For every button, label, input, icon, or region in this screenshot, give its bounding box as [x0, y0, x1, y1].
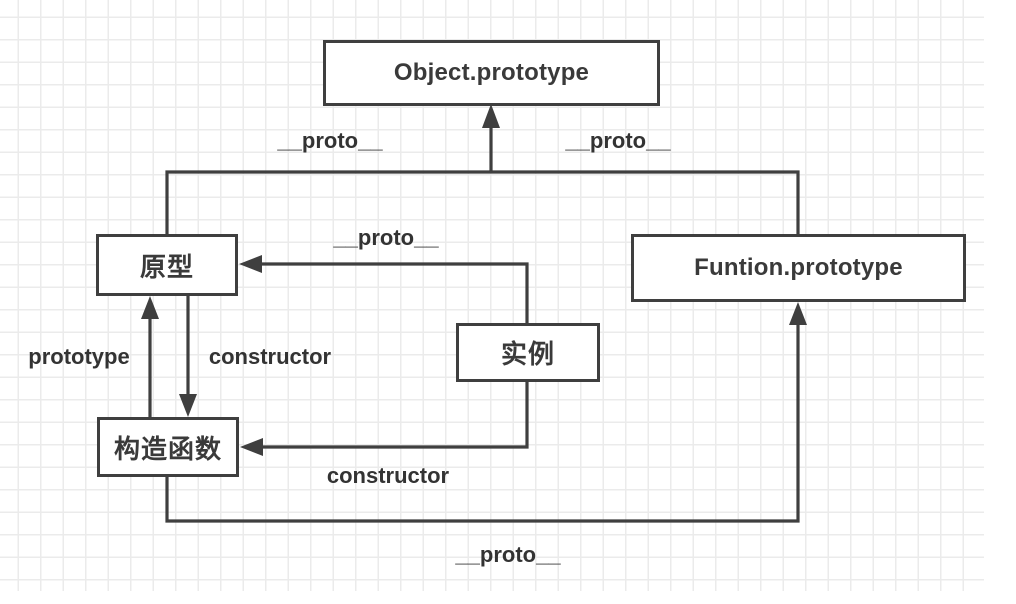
edge-instance-to-constructor	[261, 382, 529, 449]
edge-label-constructor-mid: constructor	[208, 344, 332, 369]
edge-label-prototype: prototype	[28, 344, 130, 369]
arrowhead-object-prototype	[482, 104, 500, 128]
edge-label-proto-top-left: __proto__	[277, 128, 383, 153]
node-constructor-function-label: 构造函数	[113, 433, 222, 464]
edge-prototype-chain-top	[165, 170, 800, 234]
node-object-prototype: Object.prototype	[323, 40, 660, 106]
arrowhead-prototype-to-constructor	[179, 394, 197, 417]
edge-label-constructor-bottom: constructor	[326, 463, 450, 488]
node-prototype-label: 原型	[139, 251, 194, 282]
node-instance: 实例	[456, 323, 600, 382]
node-funtion-prototype: Funtion.prototype	[631, 234, 966, 302]
arrowhead-constructor-to-funtion-prototype	[789, 302, 807, 325]
node-instance-label: 实例	[500, 339, 555, 369]
node-object-prototype-label: Object.prototype	[393, 59, 590, 86]
arrowhead-constructor-to-prototype	[141, 296, 159, 319]
edge-label-proto-mid: __proto__	[333, 225, 439, 250]
edge-instance-to-prototype	[260, 262, 529, 323]
node-prototype: 原型	[96, 234, 238, 296]
edge-label-proto-bottom: __proto__	[455, 542, 561, 567]
node-funtion-prototype-label: Funtion.prototype	[694, 254, 903, 281]
arrowhead-instance-to-prototype	[239, 255, 262, 273]
edge-constructor-to-funtion-prototype	[165, 324, 800, 523]
edge-label-proto-top-right: __proto__	[565, 128, 671, 153]
arrowhead-instance-to-constructor	[240, 438, 263, 456]
node-constructor-function: 构造函数	[97, 417, 239, 477]
